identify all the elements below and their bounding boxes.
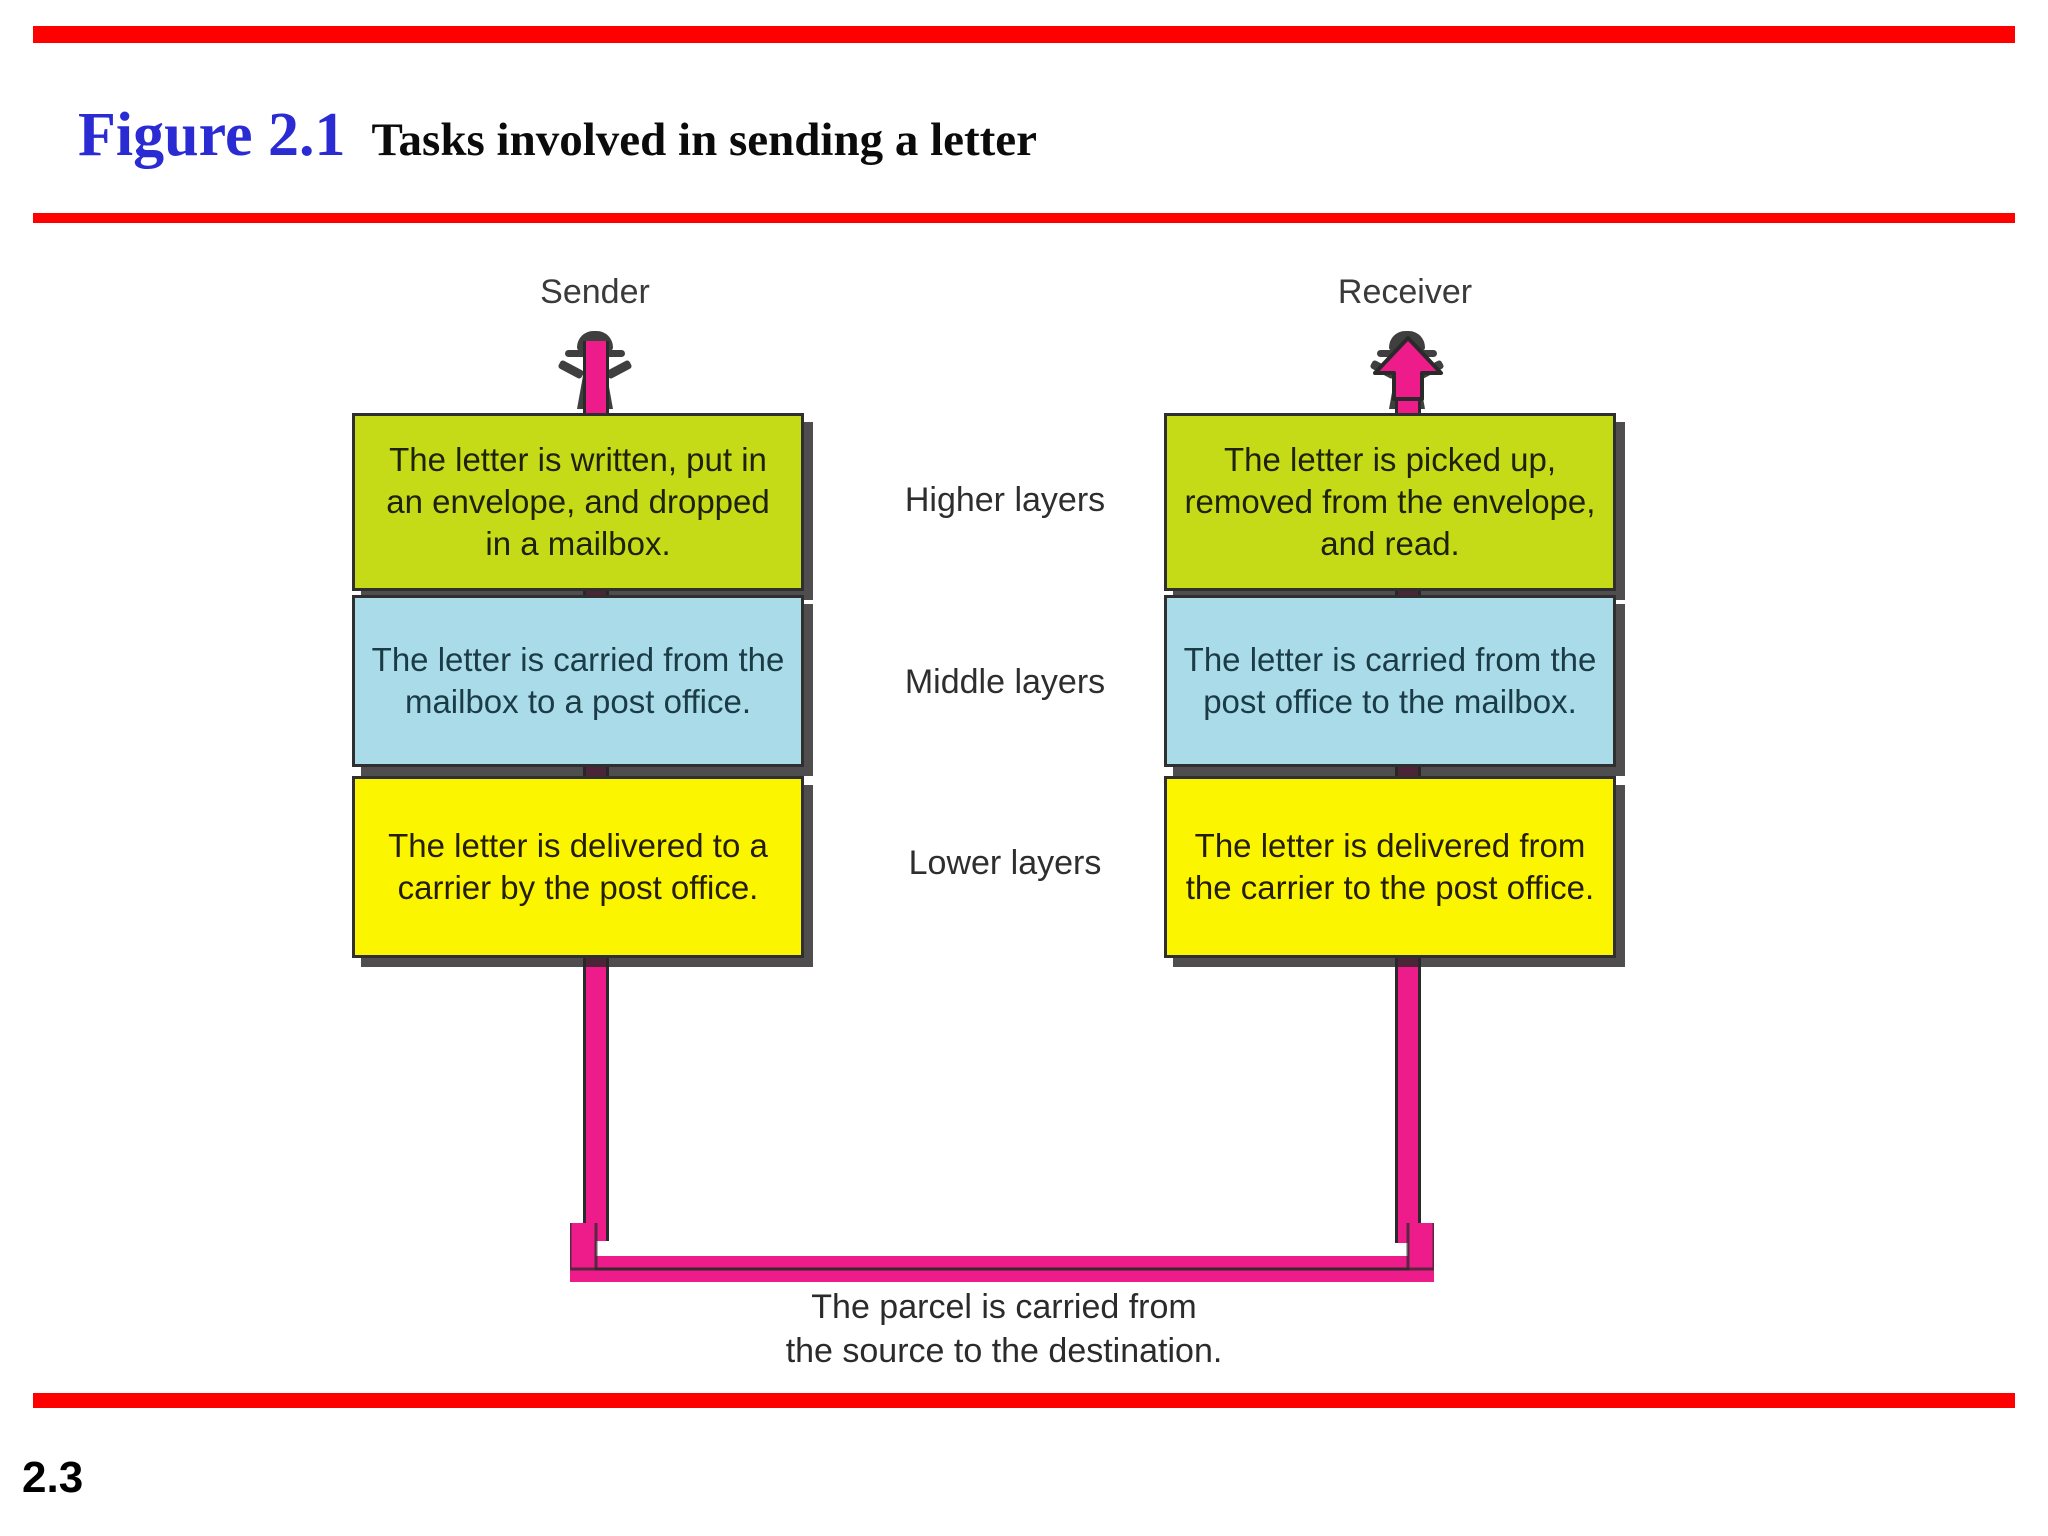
receiver-label: Receiver xyxy=(1337,273,1473,311)
left-arm-shape xyxy=(557,359,585,380)
sender-label: Sender xyxy=(540,273,650,311)
layer-label-lower: Lower layers xyxy=(908,844,1102,882)
figure-diagram: Sender Receiver xyxy=(0,223,2048,1393)
receiver-higher-layer-box[interactable]: The letter is picked up, removed from th… xyxy=(1164,413,1616,591)
sender-higher-layer-text: The letter is written, put in an envelop… xyxy=(386,440,770,563)
page-number: 2.3 xyxy=(22,1453,84,1502)
receiver-lower-layer-box[interactable]: The letter is delivered from the carrier… xyxy=(1164,776,1616,958)
layer-label-middle: Middle layers xyxy=(904,663,1106,701)
receiver-middle-layer-text: The letter is carried from the post offi… xyxy=(1183,640,1597,720)
right-arm-shape xyxy=(605,359,633,380)
bottom-red-rule xyxy=(33,1393,2015,1408)
flow-arrow-up-icon xyxy=(1372,335,1444,401)
receiver-lower-layer-text: The letter is delivered from the carrier… xyxy=(1185,826,1595,906)
sender-middle-layer-box[interactable]: The letter is carried from the mailbox t… xyxy=(352,595,804,767)
title-underline-red-rule xyxy=(33,213,2015,223)
sender-middle-layer-text: The letter is carried from the mailbox t… xyxy=(371,640,785,720)
bottom-caption: The parcel is carried from the source to… xyxy=(524,1286,1484,1373)
receiver-middle-layer-box[interactable]: The letter is carried from the post offi… xyxy=(1164,595,1616,767)
top-red-rule xyxy=(33,26,2015,43)
page-title: Figure 2.1 Tasks involved in sending a le… xyxy=(78,100,1037,171)
bottom-flow-connector xyxy=(570,1223,1434,1283)
sender-higher-layer-box[interactable]: The letter is written, put in an envelop… xyxy=(352,413,804,591)
receiver-higher-layer-text: The letter is picked up, removed from th… xyxy=(1184,440,1596,563)
layer-label-higher: Higher layers xyxy=(904,481,1106,519)
figure-number: Figure 2.1 xyxy=(78,101,346,169)
figure-title: Tasks involved in sending a letter xyxy=(371,114,1038,166)
sender-lower-layer-text: The letter is delivered to a carrier by … xyxy=(388,826,768,906)
sender-lower-layer-box[interactable]: The letter is delivered to a carrier by … xyxy=(352,776,804,958)
bottom-caption-line-1: The parcel is carried from xyxy=(811,1288,1197,1326)
bottom-caption-line-2: the source to the destination. xyxy=(785,1331,1223,1370)
